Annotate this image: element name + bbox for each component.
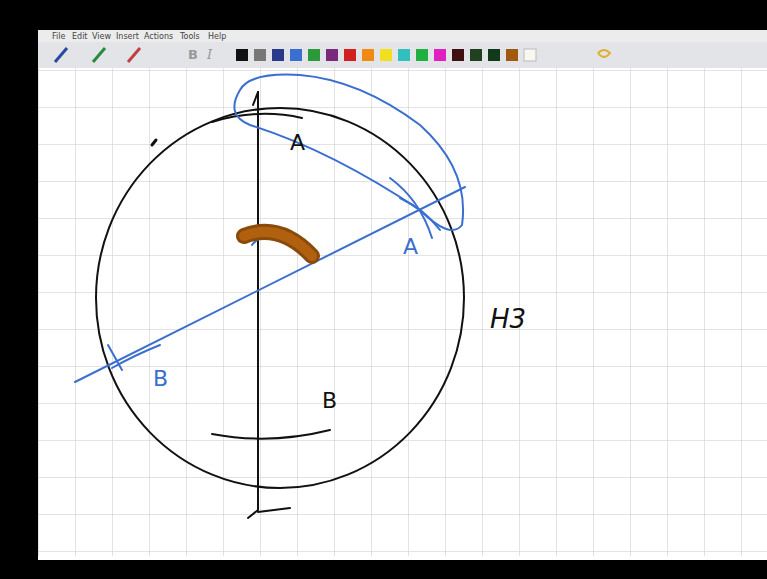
pen-tools (55, 48, 140, 62)
menu-item: Help (208, 33, 226, 41)
menu-item: Tools (180, 33, 200, 41)
note-label: H3 (490, 306, 526, 332)
circle (96, 108, 464, 488)
menu-item: File (52, 33, 65, 41)
vertical-axis (248, 92, 290, 518)
menu-item: Actions (144, 33, 173, 41)
point-label: B (322, 390, 337, 412)
point-label: A (290, 132, 305, 154)
menu-item: Insert (116, 33, 139, 41)
sketch (75, 75, 465, 518)
toolbar (38, 42, 767, 68)
italic-button: I (207, 48, 212, 61)
menu-item: View (92, 33, 111, 41)
screen (38, 30, 767, 560)
point-label: A (403, 236, 418, 258)
point-label: B (153, 368, 168, 390)
blue-loop (234, 75, 463, 230)
menu-item: Edit (72, 33, 88, 41)
bold-button: B (188, 48, 198, 61)
menu-bar (38, 30, 767, 42)
blue-axis (75, 187, 465, 382)
brown-arc (244, 232, 312, 256)
color-swatches (236, 49, 610, 61)
grid (38, 68, 767, 556)
